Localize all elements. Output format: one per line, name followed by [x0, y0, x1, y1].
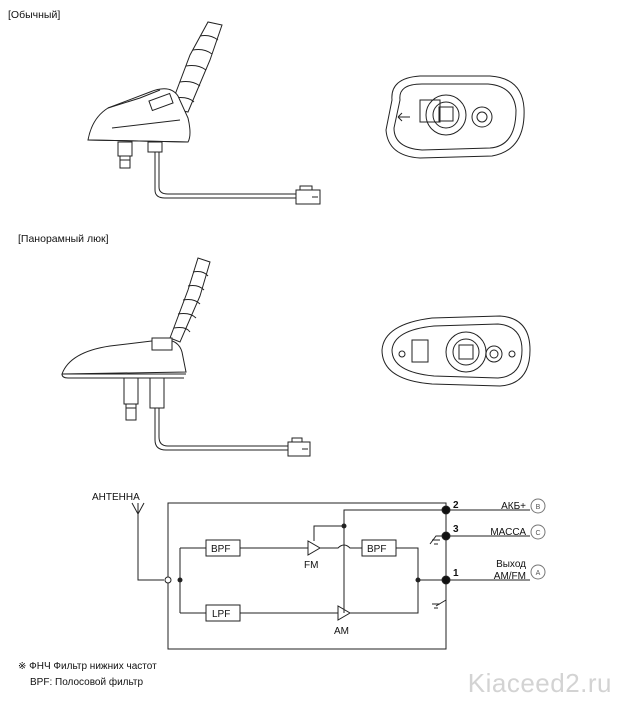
pin-1-dot [441, 575, 451, 585]
section-label-standard: [Обычный] [8, 9, 61, 21]
connector-b-circle [530, 498, 546, 514]
pin-2-number: 2 [453, 500, 459, 511]
standard-antenna-bottom-illustration [385, 75, 525, 159]
antenna-symbol [131, 502, 164, 581]
connector-a-letter: A [536, 570, 541, 577]
pin-1-label-line1: Выход [496, 559, 526, 570]
connector-a-circle [530, 564, 546, 580]
pin-1-label-line2: AM/FM [494, 571, 526, 582]
pin-3-number: 3 [453, 524, 459, 535]
standard-antenna-side-illustration [87, 21, 321, 205]
connector-c-letter: C [535, 530, 540, 537]
fm-label: FM [304, 560, 318, 571]
lpf-label: LPF [212, 609, 230, 620]
section-label-panoramic: [Панорамный люк] [18, 233, 109, 245]
fm-amplifier [307, 540, 321, 556]
note-bpf: BPF: Полосовой фильтр [30, 677, 144, 688]
note-lpf: ※ ФНЧ Фильтр нижних частот [18, 661, 157, 672]
connector-c-circle [530, 524, 546, 540]
pin-2-dot [441, 505, 451, 515]
pin-3-label: МАССА [490, 527, 526, 538]
bpf-label-1: BPF [211, 544, 230, 555]
connector-b-letter: B [536, 504, 541, 511]
panoramic-antenna-bottom-illustration [381, 315, 531, 387]
pin-2-label: АКБ+ [501, 501, 526, 512]
bpf-label-2: BPF [367, 544, 386, 555]
panoramic-antenna-side-illustration [61, 257, 311, 457]
watermark-text: Kiaceed2.ru [467, 668, 612, 698]
pin-1-number: 1 [453, 568, 459, 579]
am-label: AM [334, 626, 349, 637]
module-box [167, 502, 447, 650]
antenna-label: АНТЕННА [92, 492, 140, 503]
pin-3-dot [441, 531, 451, 541]
circuit-schematic [131, 498, 546, 650]
